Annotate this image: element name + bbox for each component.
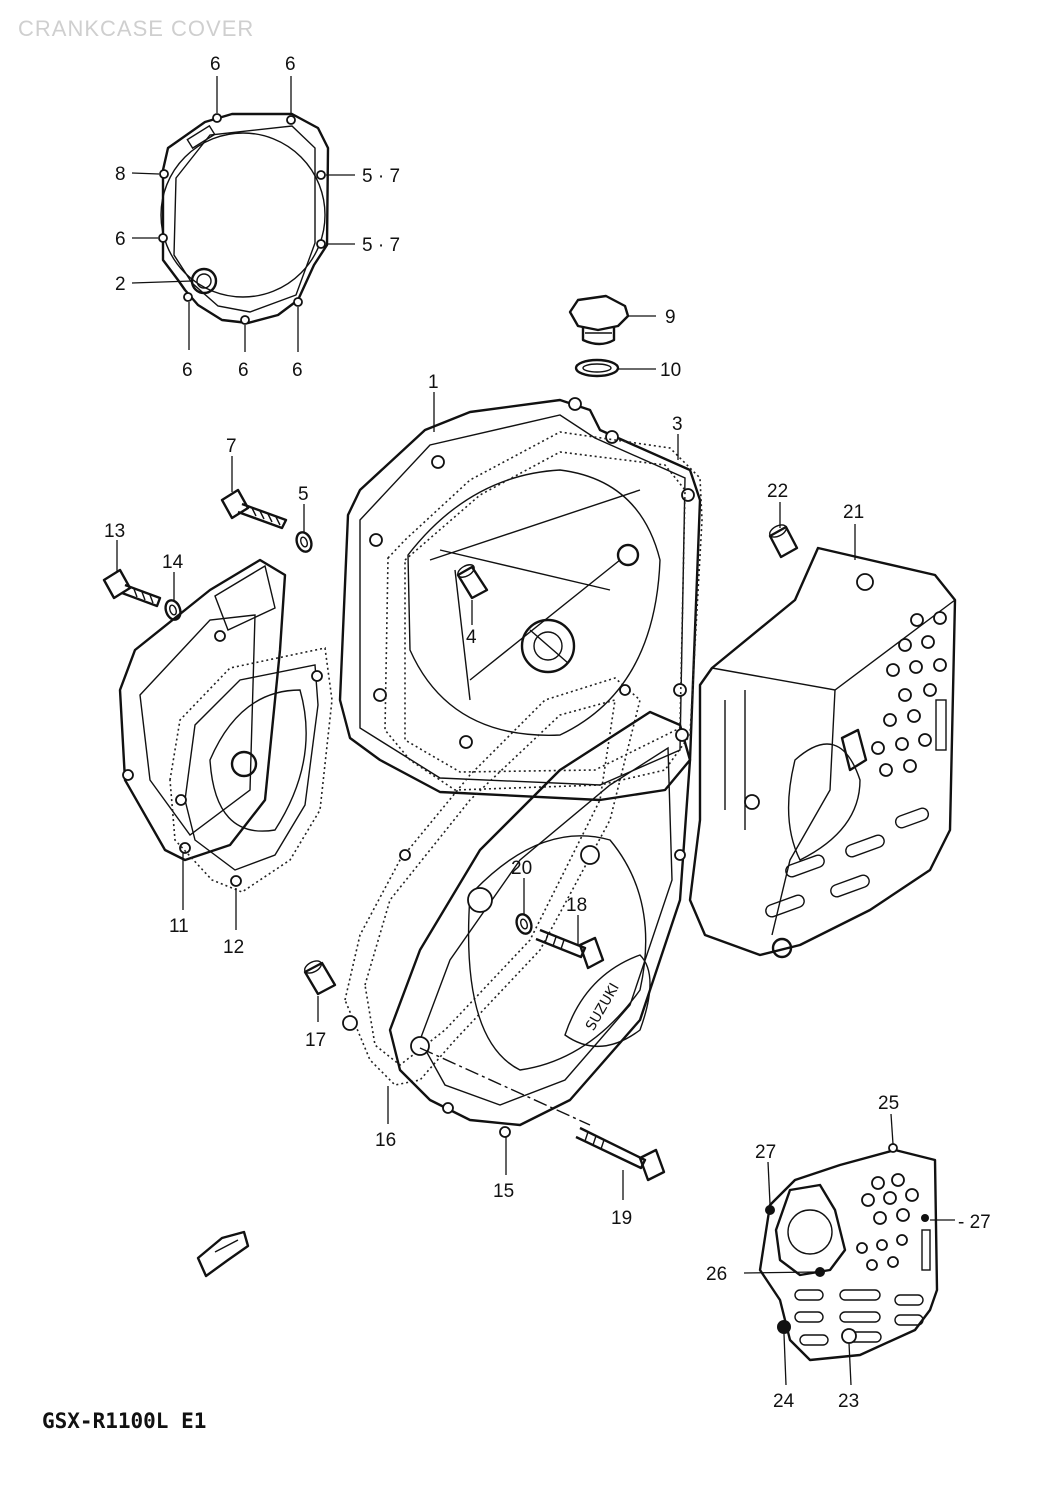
front-direction-arrow-icon bbox=[196, 1230, 250, 1278]
callout-5: 5 bbox=[298, 484, 309, 505]
model-code: GSX-R1100L E1 bbox=[42, 1409, 206, 1433]
callout-6: 6 bbox=[210, 54, 221, 75]
o-ring-10 bbox=[574, 358, 620, 378]
oil-filler-cap bbox=[568, 294, 630, 346]
callout-8: 8 bbox=[115, 164, 126, 185]
clutch-cover-gasket-3 bbox=[384, 431, 703, 791]
callout-11: 11 bbox=[169, 916, 189, 937]
callout-5-7: 5 · 7 bbox=[362, 166, 400, 187]
callout-6: 6 bbox=[292, 360, 303, 381]
generator-cover-11 bbox=[118, 558, 287, 862]
callout-27: 27 bbox=[755, 1142, 776, 1163]
callout-1: 1 bbox=[428, 372, 439, 393]
callout-23: 23 bbox=[838, 1391, 859, 1412]
callout-22: 22 bbox=[767, 481, 788, 502]
diagram-title: CRANKCASE COVER bbox=[18, 16, 254, 41]
callout-16: 16 bbox=[375, 1130, 396, 1151]
clutch-cover-gasket-top bbox=[158, 112, 330, 325]
dowel-22 bbox=[768, 524, 799, 559]
callout-20: 20 bbox=[511, 858, 532, 879]
dowel-pin-4 bbox=[456, 564, 489, 600]
callout-15: 15 bbox=[493, 1181, 514, 1202]
callout-6: 6 bbox=[285, 54, 296, 75]
callout-21: 21 bbox=[843, 502, 864, 523]
callout-10: 10 bbox=[660, 360, 681, 381]
callout-3: 3 bbox=[672, 414, 683, 435]
leader-lines bbox=[116, 76, 955, 1386]
callout-19: 19 bbox=[611, 1208, 632, 1229]
cover-plate-25 bbox=[758, 1143, 939, 1362]
callout-6: 6 bbox=[238, 360, 249, 381]
callout-13: 13 bbox=[104, 521, 125, 542]
washer-14 bbox=[164, 599, 182, 621]
crankcase-section-21 bbox=[688, 546, 957, 959]
washer-20 bbox=[515, 913, 533, 935]
bolt-19 bbox=[419, 1047, 666, 1182]
callout-7: 7 bbox=[226, 436, 237, 457]
callout-17: 17 bbox=[305, 1030, 326, 1051]
callout-6: 6 bbox=[115, 229, 126, 250]
callout-18: 18 bbox=[566, 895, 587, 916]
callout-12: 12 bbox=[223, 937, 244, 958]
bolt-13 bbox=[102, 568, 162, 608]
callout-6: 6 bbox=[182, 360, 193, 381]
callout-26: 26 bbox=[706, 1264, 727, 1285]
callout-24: 24 bbox=[773, 1391, 795, 1412]
generator-cover-gasket-12 bbox=[169, 647, 333, 893]
callout-4: 4 bbox=[466, 627, 477, 648]
callout-14: 14 bbox=[162, 552, 184, 573]
callout-2: 2 bbox=[115, 274, 126, 295]
callout-5-7: 5 · 7 bbox=[362, 235, 400, 256]
callout-25: 25 bbox=[878, 1093, 899, 1114]
svg-text:SUZUKI: SUZUKI bbox=[583, 980, 623, 1033]
dowel-17 bbox=[303, 960, 337, 996]
bolt-7 bbox=[220, 488, 288, 530]
callout-27: - 27 bbox=[958, 1212, 991, 1233]
bolt-18 bbox=[535, 928, 605, 970]
cover-gasket-16 bbox=[342, 677, 641, 1086]
callout-9: 9 bbox=[665, 307, 676, 328]
washer-5 bbox=[295, 531, 313, 553]
callout-labels: 6 6 8 5 · 7 6 5 · 7 2 6 6 6 9 10 1 3 7 5… bbox=[104, 54, 991, 1412]
